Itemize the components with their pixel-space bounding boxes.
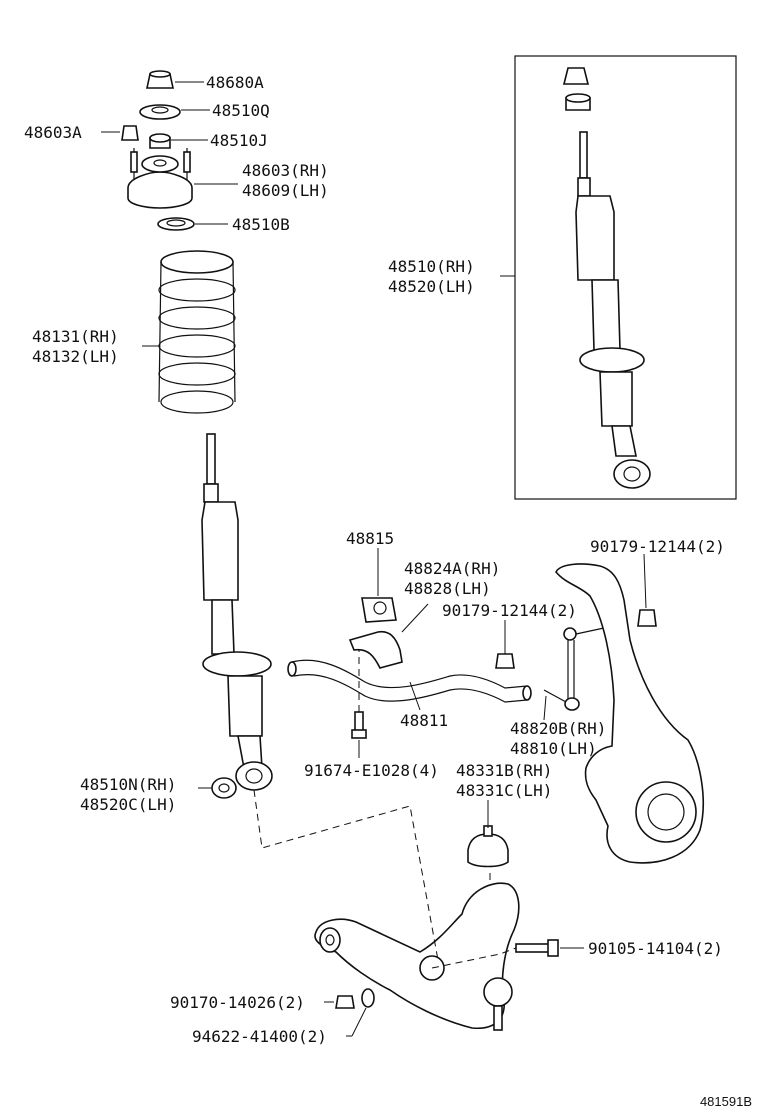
label-90179-mid: 90179-12144(2) <box>442 601 577 620</box>
washer-94622 <box>361 988 375 1008</box>
bracket-48824A <box>348 630 403 669</box>
bolt-91674 <box>351 650 367 739</box>
label-48609: 48609(LH) <box>242 181 329 200</box>
bushing-48510N <box>211 777 237 799</box>
dashed-reference-lines <box>253 789 517 969</box>
label-90179-right: 90179-12144(2) <box>590 537 725 556</box>
label-94622: 94622-41400(2) <box>192 1027 327 1046</box>
label-48824A: 48824A(RH) <box>404 559 500 578</box>
label-48331B: 48331B(RH) <box>456 761 552 780</box>
label-48520: 48520(LH) <box>388 277 475 296</box>
coil-spring-48131 <box>158 250 236 414</box>
nut-48603A <box>121 125 139 141</box>
nut-90179-mid <box>495 653 515 669</box>
label-91674: 91674-E1028(4) <box>304 761 439 780</box>
cushion-48510Q <box>139 104 181 120</box>
label-48680A: 48680A <box>206 73 264 92</box>
label-90105: 90105-14104(2) <box>588 939 723 958</box>
label-48603A: 48603A <box>24 123 82 142</box>
bearing-48510B <box>157 217 195 231</box>
label-48510J: 48510J <box>210 131 268 150</box>
shock-absorber-left <box>201 433 273 791</box>
figure-code: 481591B <box>700 1094 752 1109</box>
steering-knuckle <box>555 563 705 864</box>
inset-box <box>514 55 737 500</box>
label-48510N: 48510N(RH) <box>80 775 176 794</box>
label-48132: 48132(LH) <box>32 347 119 366</box>
label-48811: 48811 <box>400 711 448 730</box>
label-48810: 48810(LH) <box>510 739 597 758</box>
ball-joint-48331B <box>467 825 509 868</box>
bushing-48815 <box>361 597 397 623</box>
part-labels: 48680A 48510Q 48603A 48510J 48603(RH) 48… <box>24 73 725 1046</box>
label-48510: 48510(RH) <box>388 257 475 276</box>
stabilizer-bar-48811 <box>287 659 532 703</box>
label-90170: 90170-14026(2) <box>170 993 305 1012</box>
cushion-48510J <box>149 133 171 149</box>
link-48820B <box>543 627 605 711</box>
label-48510B: 48510B <box>232 215 290 234</box>
support-48603 <box>127 148 193 209</box>
label-48820B: 48820B(RH) <box>510 719 606 738</box>
leader-lines <box>101 81 647 1037</box>
label-48815: 48815 <box>346 529 394 548</box>
label-48510Q: 48510Q <box>212 101 270 120</box>
nut-90170 <box>335 995 355 1009</box>
label-48331C: 48331C(LH) <box>456 781 552 800</box>
nut-90179-right <box>637 609 657 627</box>
label-48520C: 48520C(LH) <box>80 795 176 814</box>
label-48603: 48603(RH) <box>242 161 329 180</box>
nut-48680A <box>146 70 174 89</box>
label-48131: 48131(RH) <box>32 327 119 346</box>
label-48828: 48828(LH) <box>404 579 491 598</box>
